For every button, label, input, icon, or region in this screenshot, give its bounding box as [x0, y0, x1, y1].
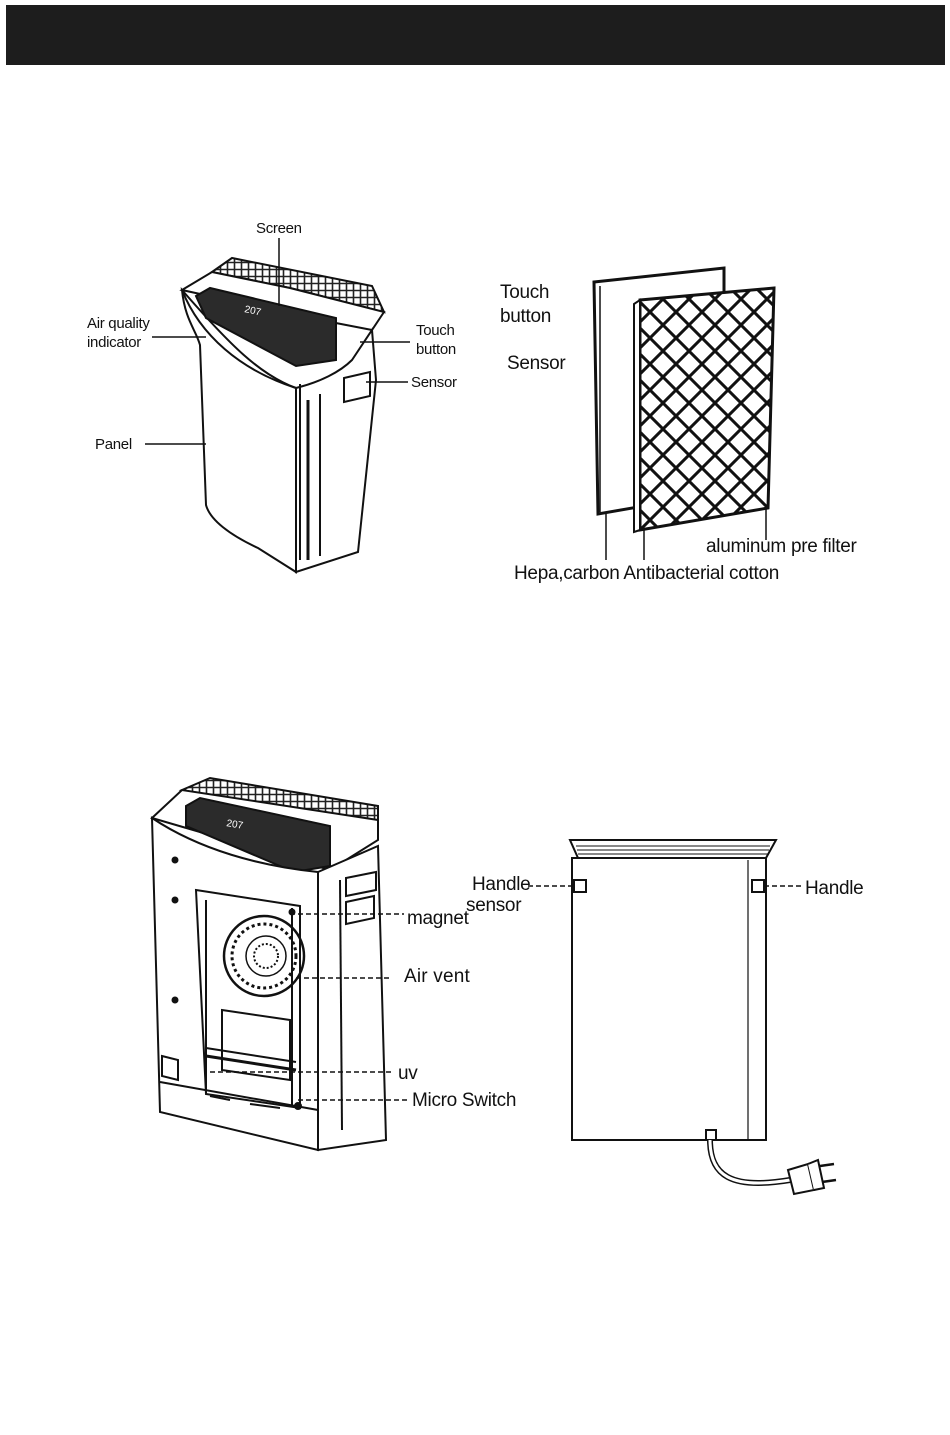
label-touch-button-filter: Touch button — [500, 281, 551, 329]
label-magnet: magnet — [407, 908, 469, 930]
label-micro-switch: Micro Switch — [412, 1090, 516, 1112]
filter-stack-illustration — [594, 268, 774, 560]
purifier-back-illustration — [570, 840, 836, 1194]
label-sensor-front: Sensor — [411, 374, 457, 392]
label-air-quality-indicator: Air quality indicator — [87, 314, 150, 352]
label-handle-left: Handle — [472, 874, 530, 896]
label-sensor-filter: Sensor — [507, 353, 565, 375]
label-panel: Panel — [95, 436, 132, 454]
label-touch-button-front: Touch button — [416, 321, 456, 359]
label-screen: Screen — [256, 220, 302, 238]
label-handle-sensor: sensor — [466, 895, 521, 917]
purifier-front-illustration — [182, 258, 384, 572]
label-uv: uv — [398, 1063, 417, 1085]
label-hepa-carbon: Hepa,carbon Antibacterial cotton — [514, 563, 779, 585]
label-aluminum-pre-filter: aluminum pre filter — [706, 536, 857, 558]
label-handle-right: Handle — [805, 878, 863, 900]
label-air-vent: Air vent — [404, 966, 470, 988]
purifier-open-illustration — [152, 778, 386, 1150]
